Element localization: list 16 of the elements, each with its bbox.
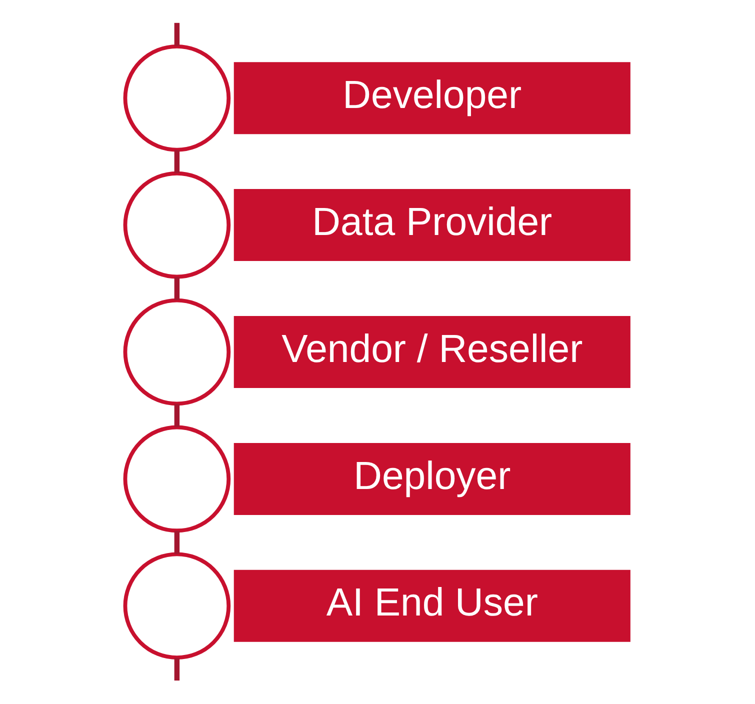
node-circle bbox=[123, 44, 231, 152]
node-box: Deployer bbox=[234, 442, 630, 515]
node-box: AI End User bbox=[234, 570, 630, 642]
node-box: Developer bbox=[234, 62, 630, 134]
connector bbox=[174, 150, 180, 174]
connector bbox=[174, 22, 180, 46]
connector bbox=[174, 530, 180, 554]
connector bbox=[174, 658, 180, 681]
node-circle bbox=[123, 298, 231, 406]
node-box: Vendor / Reseller bbox=[234, 316, 630, 388]
node-box: Data Provider bbox=[234, 189, 630, 262]
node-circle bbox=[123, 171, 231, 279]
node-circle bbox=[123, 552, 231, 660]
node-circle bbox=[123, 425, 231, 533]
connector bbox=[174, 276, 180, 300]
connector bbox=[174, 404, 180, 428]
